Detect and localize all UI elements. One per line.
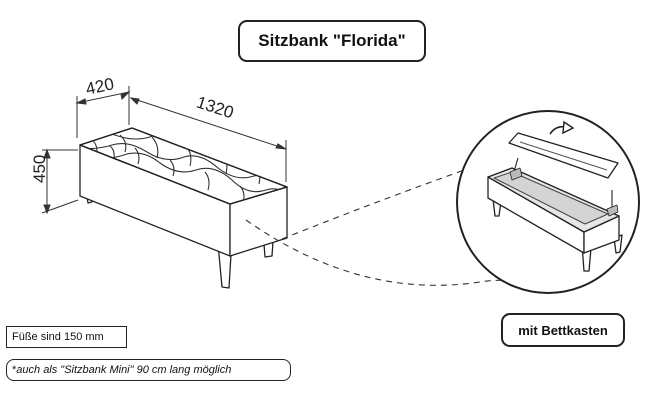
variant-label: mit Bettkasten: [501, 313, 625, 347]
mini-note-prefix: *: [12, 364, 17, 376]
mini-note: *auch als "Sitzbank Mini" 90 cm lang mög…: [6, 359, 291, 381]
dimension-height: 450: [30, 155, 49, 183]
detail-circle: [456, 110, 640, 294]
feet-note: Füße sind 150 mm: [6, 326, 127, 348]
rotate-arrow-head: [562, 120, 575, 135]
bench-main: [79, 127, 288, 289]
page-title: Sitzbank "Florida": [238, 20, 426, 62]
dimension-length: 1320: [194, 93, 236, 123]
mini-note-text: auch als "Sitzbank Mini" 90 cm lang mögl…: [16, 364, 232, 376]
dimension-depth: 420: [84, 74, 116, 98]
dimension-line-length: [130, 97, 287, 150]
dimension-lines: [41, 86, 287, 215]
bench-with-storage: [487, 132, 623, 272]
